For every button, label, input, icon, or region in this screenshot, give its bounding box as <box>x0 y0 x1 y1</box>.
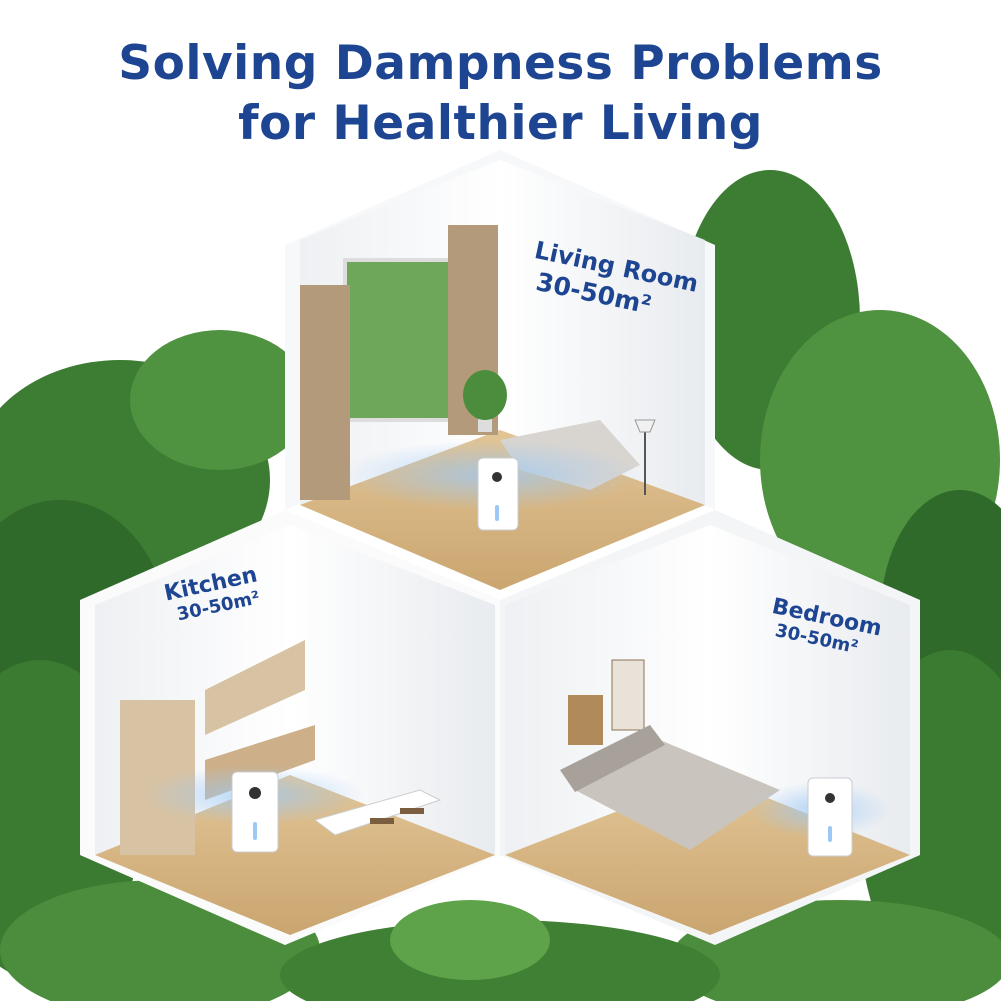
kitchen-upper-cabinets <box>205 640 305 735</box>
kitchen-dehumidifier-icon <box>231 771 279 853</box>
bedroom <box>505 525 910 935</box>
bed <box>575 740 780 850</box>
kitchen <box>95 525 495 935</box>
living-room <box>300 160 705 590</box>
living-curtain-left <box>300 285 350 500</box>
living-plant-icon <box>463 370 507 432</box>
living-dehumidifier-icon <box>477 457 519 531</box>
bedroom-dehumidifier-icon <box>807 777 853 857</box>
headline-line-2: for Healthier Living <box>238 96 763 151</box>
living-window <box>345 260 455 420</box>
foliage-bottom <box>280 900 720 1001</box>
kitchen-stool <box>370 818 394 824</box>
foliage-left <box>0 330 320 1001</box>
kitchen-island <box>313 789 442 836</box>
bedroom-art-2 <box>611 659 645 731</box>
bedroom-art-1 <box>568 695 603 745</box>
headline-line-1: Solving Dampness Problems <box>118 36 883 91</box>
